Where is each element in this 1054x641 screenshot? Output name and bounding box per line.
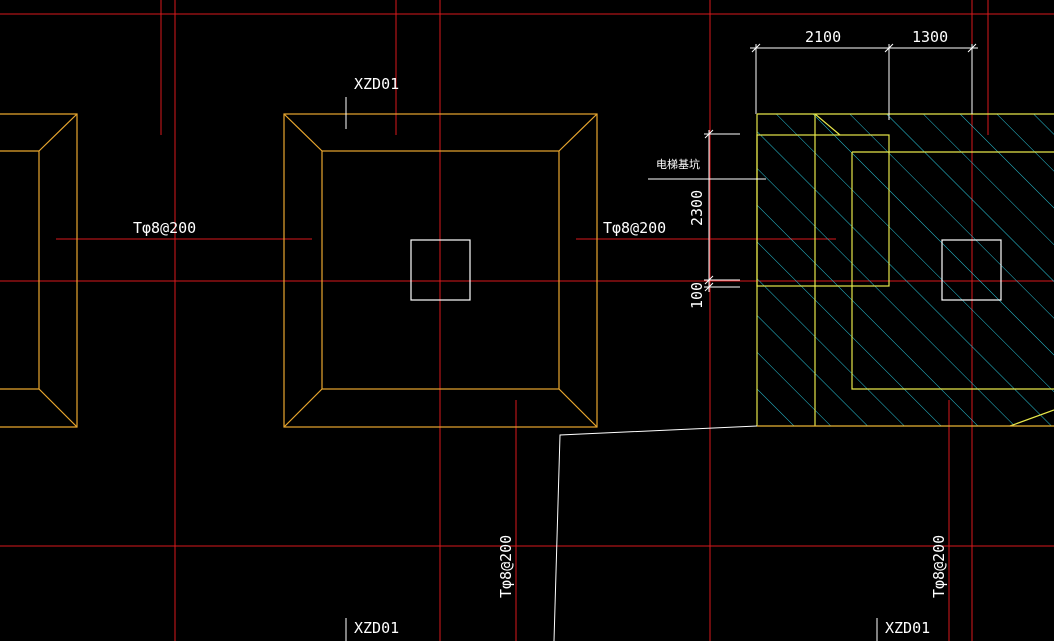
footing-label-bottom-mid: XZD01 bbox=[354, 619, 399, 637]
column-middle bbox=[410, 239, 471, 301]
dim-side-main: 2300 bbox=[688, 190, 706, 226]
footing-middle bbox=[283, 113, 598, 428]
rebar-label-vertical-mid: Tφ8@200 bbox=[497, 535, 515, 598]
boundary-line bbox=[553, 425, 758, 641]
dim-top-left: 2100 bbox=[805, 28, 841, 46]
column-right bbox=[941, 239, 1002, 301]
footing-left bbox=[0, 113, 78, 428]
elevator-pit-label: 电梯基坑 bbox=[656, 157, 700, 171]
dimension-lines bbox=[345, 43, 978, 641]
rebar-label-right: Tφ8@200 bbox=[603, 219, 666, 237]
elevator-pit-area bbox=[756, 113, 1054, 427]
footing-label-bottom-right: XZD01 bbox=[885, 619, 930, 637]
dim-side-small: 100 bbox=[688, 282, 706, 309]
rebar-label-left: Tφ8@200 bbox=[133, 219, 196, 237]
dim-top-right: 1300 bbox=[912, 28, 948, 46]
rebar-label-vertical-right: Tφ8@200 bbox=[930, 535, 948, 598]
footing-label-top: XZD01 bbox=[354, 75, 399, 93]
